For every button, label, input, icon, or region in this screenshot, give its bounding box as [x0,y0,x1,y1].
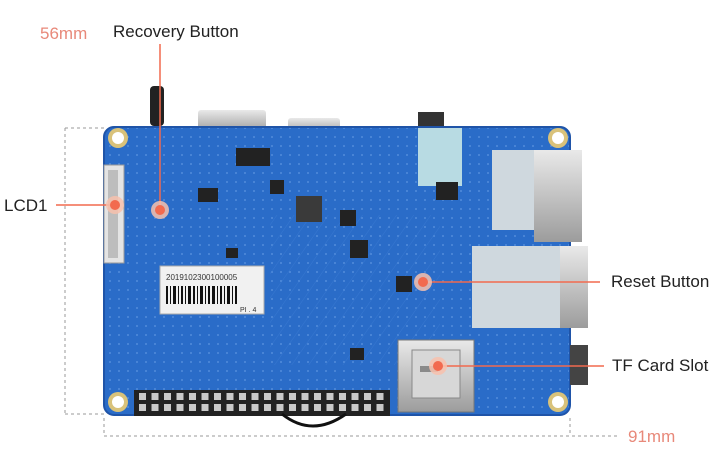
header-pin [226,393,234,400]
chips [198,148,458,360]
header-pin [314,404,321,411]
header-pin [176,393,184,400]
header-pin [251,404,259,411]
dimension-guides [64,127,620,437]
header-pin [289,404,296,411]
header-pin [364,404,371,411]
header-pin [139,393,146,400]
gpio-header [134,390,390,416]
header-pin [176,404,184,411]
header-pin [376,393,384,400]
height-dimension-label: 56mm [40,24,88,43]
header-pin [276,404,284,411]
header-pin [201,393,209,400]
header-pin [289,393,296,400]
header-pin [239,393,246,400]
header-pin [239,404,246,411]
lcd-label: LCD1 [4,196,48,215]
header-pin [351,404,359,411]
header-pin [314,393,321,400]
header-pin [326,393,334,400]
right-connectors [418,128,588,385]
header-pin [264,404,271,411]
header-pin [364,393,371,400]
header-pin [276,393,284,400]
header-pin [139,404,146,411]
header-pin [326,404,334,411]
mounting-holes [108,128,568,412]
header-pin [339,404,346,411]
callout-lines [56,44,604,367]
header-pin [151,393,159,400]
header-pin [339,393,346,400]
tf-card-slot-label: TF Card Slot [612,356,709,375]
header-pin [226,404,234,411]
lcd-connector [103,164,125,264]
header-pin [164,404,171,411]
header-pin [151,404,159,411]
header-pin [301,393,309,400]
header-pin [351,393,359,400]
serial-sticker: 2019102300100005 PI . 4 [159,265,265,315]
recovery-button-label: Recovery Button [113,22,239,41]
tf-card-slot [397,339,475,413]
header-pin [214,404,221,411]
header-pin [189,404,196,411]
reset-button-label: Reset Button [611,272,710,291]
header-pin [214,393,221,400]
width-dimension-label: 91mm [628,427,676,446]
callout-markers [106,196,447,375]
header-pin [201,404,209,411]
header-pin [376,404,384,411]
header-pin [189,393,196,400]
header-pin [264,393,271,400]
sticker-serial: 2019102300100005 [166,273,238,282]
header-pin [251,393,259,400]
header-pin [301,404,309,411]
header-pin [164,393,171,400]
sticker-code: PI . 4 [240,307,256,314]
cable-loop [281,412,347,428]
